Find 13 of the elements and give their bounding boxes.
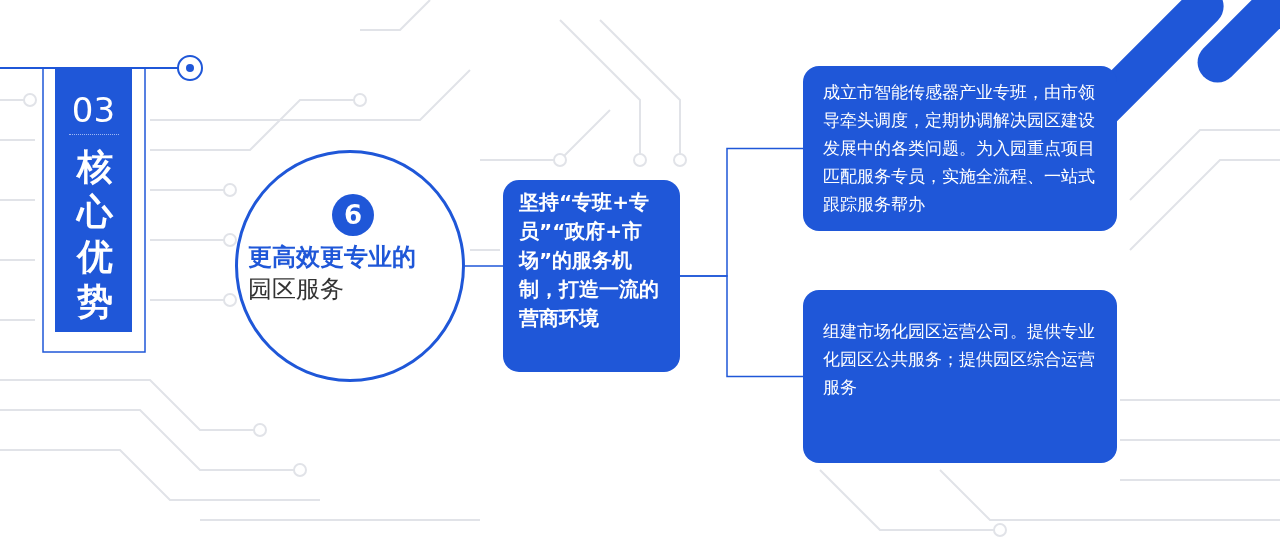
connector-line <box>464 265 504 267</box>
strategy-box <box>503 180 680 372</box>
detail-text: 组建市场化园区运营公司。提供专业化园区公共服务；提供园区综合运营服务 <box>823 320 1095 399</box>
strategy-text: 坚持“专班+专员”“政府+市场”的服务机制，打造一流的营商环境 <box>519 189 660 332</box>
topic-text: 更高效更专业的园区服务 <box>248 242 417 305</box>
detail-box <box>803 66 1117 231</box>
title-box <box>55 68 132 332</box>
number-badge: 6 <box>332 194 374 236</box>
detail-text: 成立市智能传感器产业专班，由市领导牵头调度，定期协调解决园区建设发展中的各类问题。为入园重点项目匹配服务专员，实施全流程、一站式跟踪服务帮办 <box>823 81 1095 216</box>
detail-box <box>803 290 1117 463</box>
section-title: 核心优势 <box>75 145 114 324</box>
section-number: 03 <box>70 90 117 130</box>
connector-line <box>679 275 804 378</box>
